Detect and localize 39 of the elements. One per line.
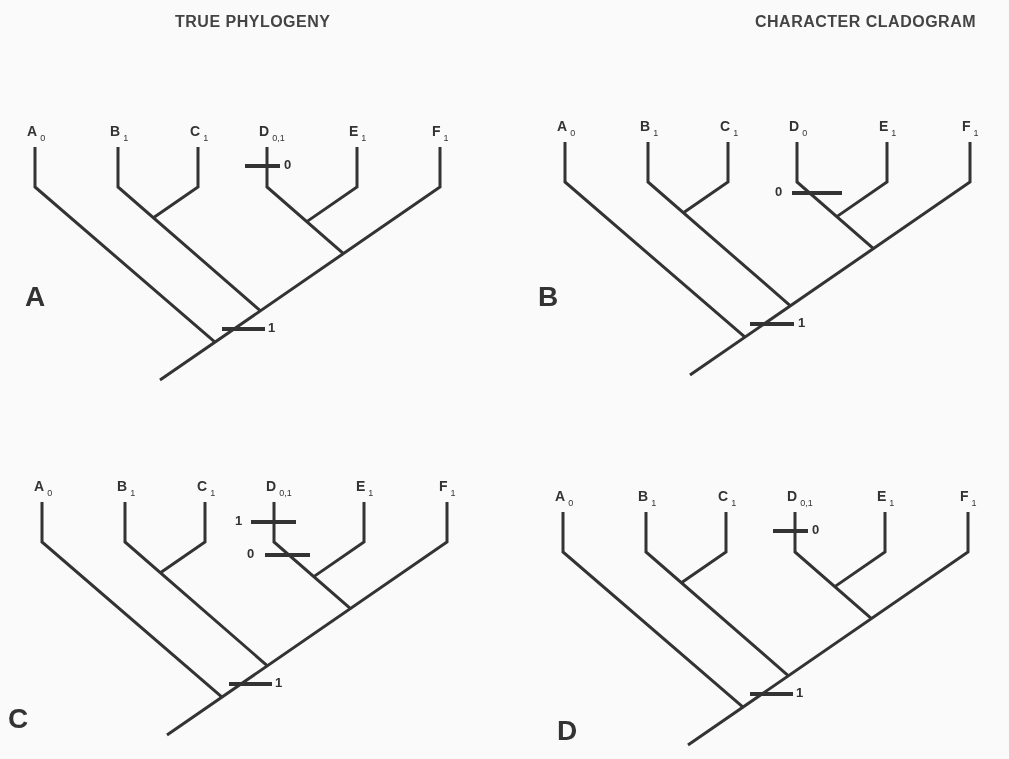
taxon-label: A$_{0}$ (555, 489, 574, 508)
taxon-label: C$_{1}$ (190, 124, 209, 143)
column-heading: CHARACTER CLADOGRAM (755, 14, 977, 30)
taxon-label: F$_{1}$ (432, 124, 449, 143)
taxon-label: A$_{0}$ (557, 119, 576, 138)
taxon-label: C$_{1}$ (718, 489, 737, 508)
taxon-label: B$_{1}$ (117, 479, 136, 498)
taxon-label: B$_{1}$ (110, 124, 129, 143)
taxon-label: D$_{0,1}$ (787, 489, 813, 508)
character-state-label: 0 (247, 547, 255, 560)
taxon-label: D$_{0}$ (789, 119, 808, 138)
character-state-label: 0 (812, 523, 820, 536)
character-state-label: 1 (268, 321, 276, 334)
panel-letter: D (557, 717, 578, 745)
taxon-label: E$_{1}$ (349, 124, 367, 143)
character-state-label: 1 (275, 676, 283, 689)
panel-letter: C (8, 705, 29, 733)
character-state-label: 1 (235, 514, 243, 527)
taxon-label: B$_{1}$ (638, 489, 657, 508)
column-heading: TRUE PHYLOGENY (175, 14, 331, 30)
taxon-label: C$_{1}$ (720, 119, 739, 138)
taxon-label: C$_{1}$ (197, 479, 216, 498)
taxon-label: F$_{1}$ (962, 119, 979, 138)
taxon-label: D$_{0,1}$ (266, 479, 292, 498)
character-state-label: 1 (798, 316, 806, 329)
taxon-label: A$_{0}$ (34, 479, 53, 498)
taxon-label: E$_{1}$ (877, 489, 895, 508)
panel-letter: A (25, 283, 46, 311)
taxon-label: F$_{1}$ (960, 489, 977, 508)
taxon-label: E$_{1}$ (879, 119, 897, 138)
taxon-label: A$_{0}$ (27, 124, 46, 143)
taxon-label: D$_{0,1}$ (259, 124, 285, 143)
character-state-label: 1 (796, 686, 804, 699)
taxon-label: F$_{1}$ (439, 479, 456, 498)
character-state-label: 0 (775, 185, 783, 198)
panel-letter: B (538, 283, 559, 311)
taxon-label: B$_{1}$ (640, 119, 659, 138)
taxon-label: E$_{1}$ (356, 479, 374, 498)
character-state-label: 0 (284, 158, 292, 171)
